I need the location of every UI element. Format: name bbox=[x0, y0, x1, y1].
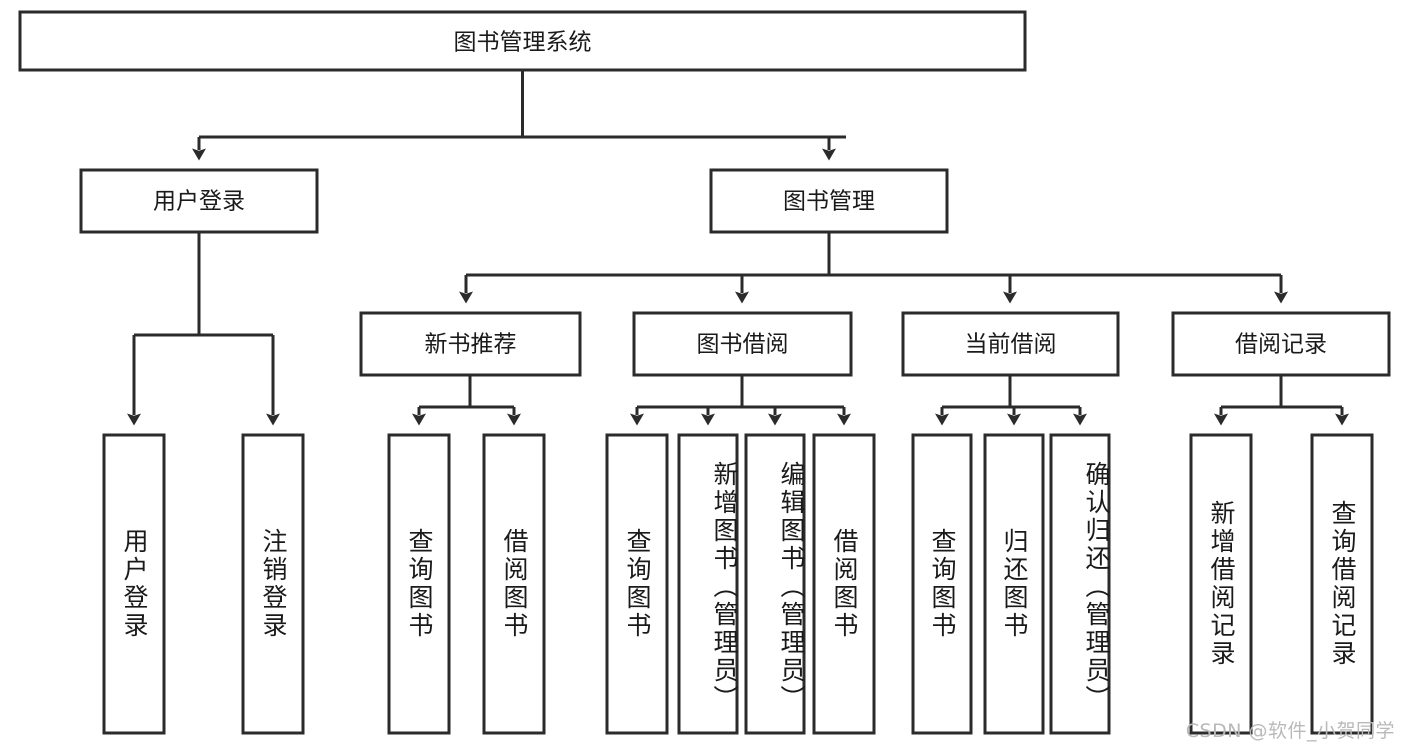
node-current-borrow-box[interactable] bbox=[901, 311, 1120, 377]
node-user-login-label: 用户登录 bbox=[153, 189, 245, 215]
node-book-borrow-box[interactable] bbox=[632, 311, 853, 377]
node-book-management-label: 图书管理 bbox=[783, 189, 875, 215]
leaf-box-borrow-book-nb[interactable] bbox=[482, 433, 546, 735]
leaf-box-confirm-return-admin[interactable] bbox=[1049, 433, 1111, 735]
node-borrow-records-box[interactable] bbox=[1171, 311, 1391, 377]
node-new-book-recommend[interactable]: 新书推荐 bbox=[359, 311, 582, 377]
leaf-box-query-book-br[interactable] bbox=[605, 433, 669, 735]
leaf-box-query-book-nb[interactable] bbox=[387, 433, 451, 735]
leaf-box-add-book-admin[interactable] bbox=[677, 433, 739, 735]
connector-group-root bbox=[192, 70, 846, 161]
leaf-box-user-login[interactable] bbox=[102, 433, 166, 735]
connector-group-book-mgmt bbox=[459, 232, 1288, 304]
watermark-text: CSDN @软件_小贺同学 bbox=[1185, 720, 1395, 742]
node-new-book-recommend-box[interactable] bbox=[359, 311, 582, 377]
connector-group-user-login bbox=[127, 232, 280, 426]
node-book-management[interactable]: 图书管理 bbox=[709, 168, 949, 234]
connector-group-current bbox=[935, 375, 1087, 426]
node-root[interactable]: 图书管理系统 bbox=[18, 10, 1027, 72]
node-current-borrow[interactable]: 当前借阅 bbox=[901, 311, 1120, 377]
node-new-book-recommend-label: 新书推荐 bbox=[425, 332, 517, 358]
node-user-login[interactable]: 用户登录 bbox=[79, 168, 319, 234]
leaf-box-add-borrow-record[interactable] bbox=[1189, 433, 1253, 735]
connector-group-new-books bbox=[412, 375, 521, 426]
node-borrow-records-label: 借阅记录 bbox=[1235, 332, 1327, 358]
leaf-box-return-book[interactable] bbox=[983, 433, 1045, 735]
node-book-management-box[interactable] bbox=[709, 168, 949, 234]
leaf-box-query-book-cu[interactable] bbox=[911, 433, 973, 735]
node-book-borrow-label: 图书借阅 bbox=[697, 332, 789, 358]
node-user-login-box[interactable] bbox=[79, 168, 319, 234]
node-book-borrow[interactable]: 图书借阅 bbox=[632, 311, 853, 377]
connector-group-borrow bbox=[630, 375, 851, 426]
node-current-borrow-label: 当前借阅 bbox=[965, 332, 1057, 358]
node-root-label: 图书管理系统 bbox=[454, 30, 592, 56]
leaf-box-query-borrow-record[interactable] bbox=[1310, 433, 1374, 735]
leaf-box-borrow-book-br[interactable] bbox=[812, 433, 876, 735]
connector-group-records bbox=[1214, 375, 1349, 426]
node-root-box[interactable] bbox=[18, 10, 1027, 72]
leaf-box-logout[interactable] bbox=[241, 433, 305, 735]
leaf-box-edit-book-admin[interactable] bbox=[744, 433, 806, 735]
node-borrow-records[interactable]: 借阅记录 bbox=[1171, 311, 1391, 377]
